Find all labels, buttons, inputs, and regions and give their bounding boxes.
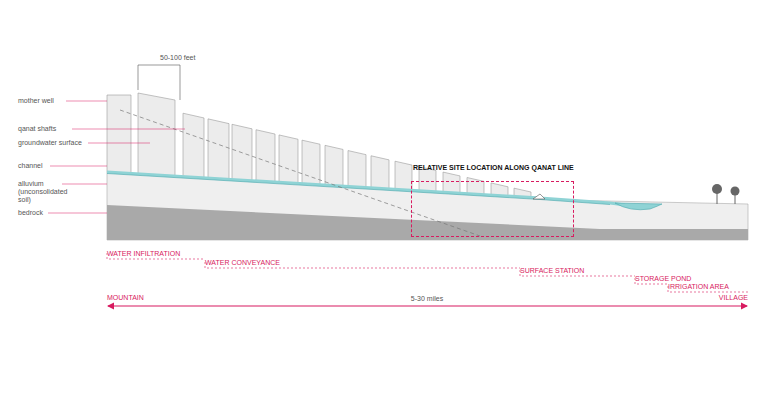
ground-block bbox=[256, 130, 275, 182]
part-label: groundwater surface bbox=[18, 139, 82, 147]
part-label: channel bbox=[18, 162, 43, 170]
ground-block bbox=[138, 93, 175, 176]
distance-label: 5-30 miles bbox=[411, 295, 443, 303]
ground-block bbox=[348, 151, 366, 188]
site-frame: RELATIVE SITE LOCATION ALONG QANAT LINE bbox=[411, 181, 574, 237]
stage-label: WATER INFILTRATION bbox=[107, 250, 180, 258]
ground-block bbox=[325, 145, 343, 186]
dimension-label: 50-100 feet bbox=[160, 54, 195, 62]
ground-block bbox=[208, 119, 229, 179]
end-label: VILLAGE bbox=[719, 294, 748, 302]
stage-label: IRRIGATION AREA bbox=[668, 283, 729, 291]
part-label: alluvium (unconsolidated soil) bbox=[18, 180, 73, 204]
ground-block bbox=[107, 95, 131, 173]
end-label: MOUNTAIN bbox=[107, 294, 144, 302]
part-label: qanat shafts bbox=[18, 125, 56, 133]
ground-block bbox=[279, 135, 298, 184]
stage-label: SURFACE STATION bbox=[520, 267, 584, 275]
ground-block bbox=[371, 156, 389, 189]
part-label: bedrock bbox=[18, 209, 43, 217]
ground-block bbox=[395, 161, 412, 190]
ground-block bbox=[302, 140, 320, 185]
frame-heading: RELATIVE SITE LOCATION ALONG QANAT LINE bbox=[413, 164, 574, 171]
ground-block bbox=[443, 172, 460, 193]
part-label: mother well bbox=[18, 97, 54, 105]
stage-label: WATER CONVEYANCE bbox=[205, 259, 280, 267]
stage-label: STORAGE POND bbox=[635, 275, 691, 283]
ground-block bbox=[183, 113, 204, 178]
